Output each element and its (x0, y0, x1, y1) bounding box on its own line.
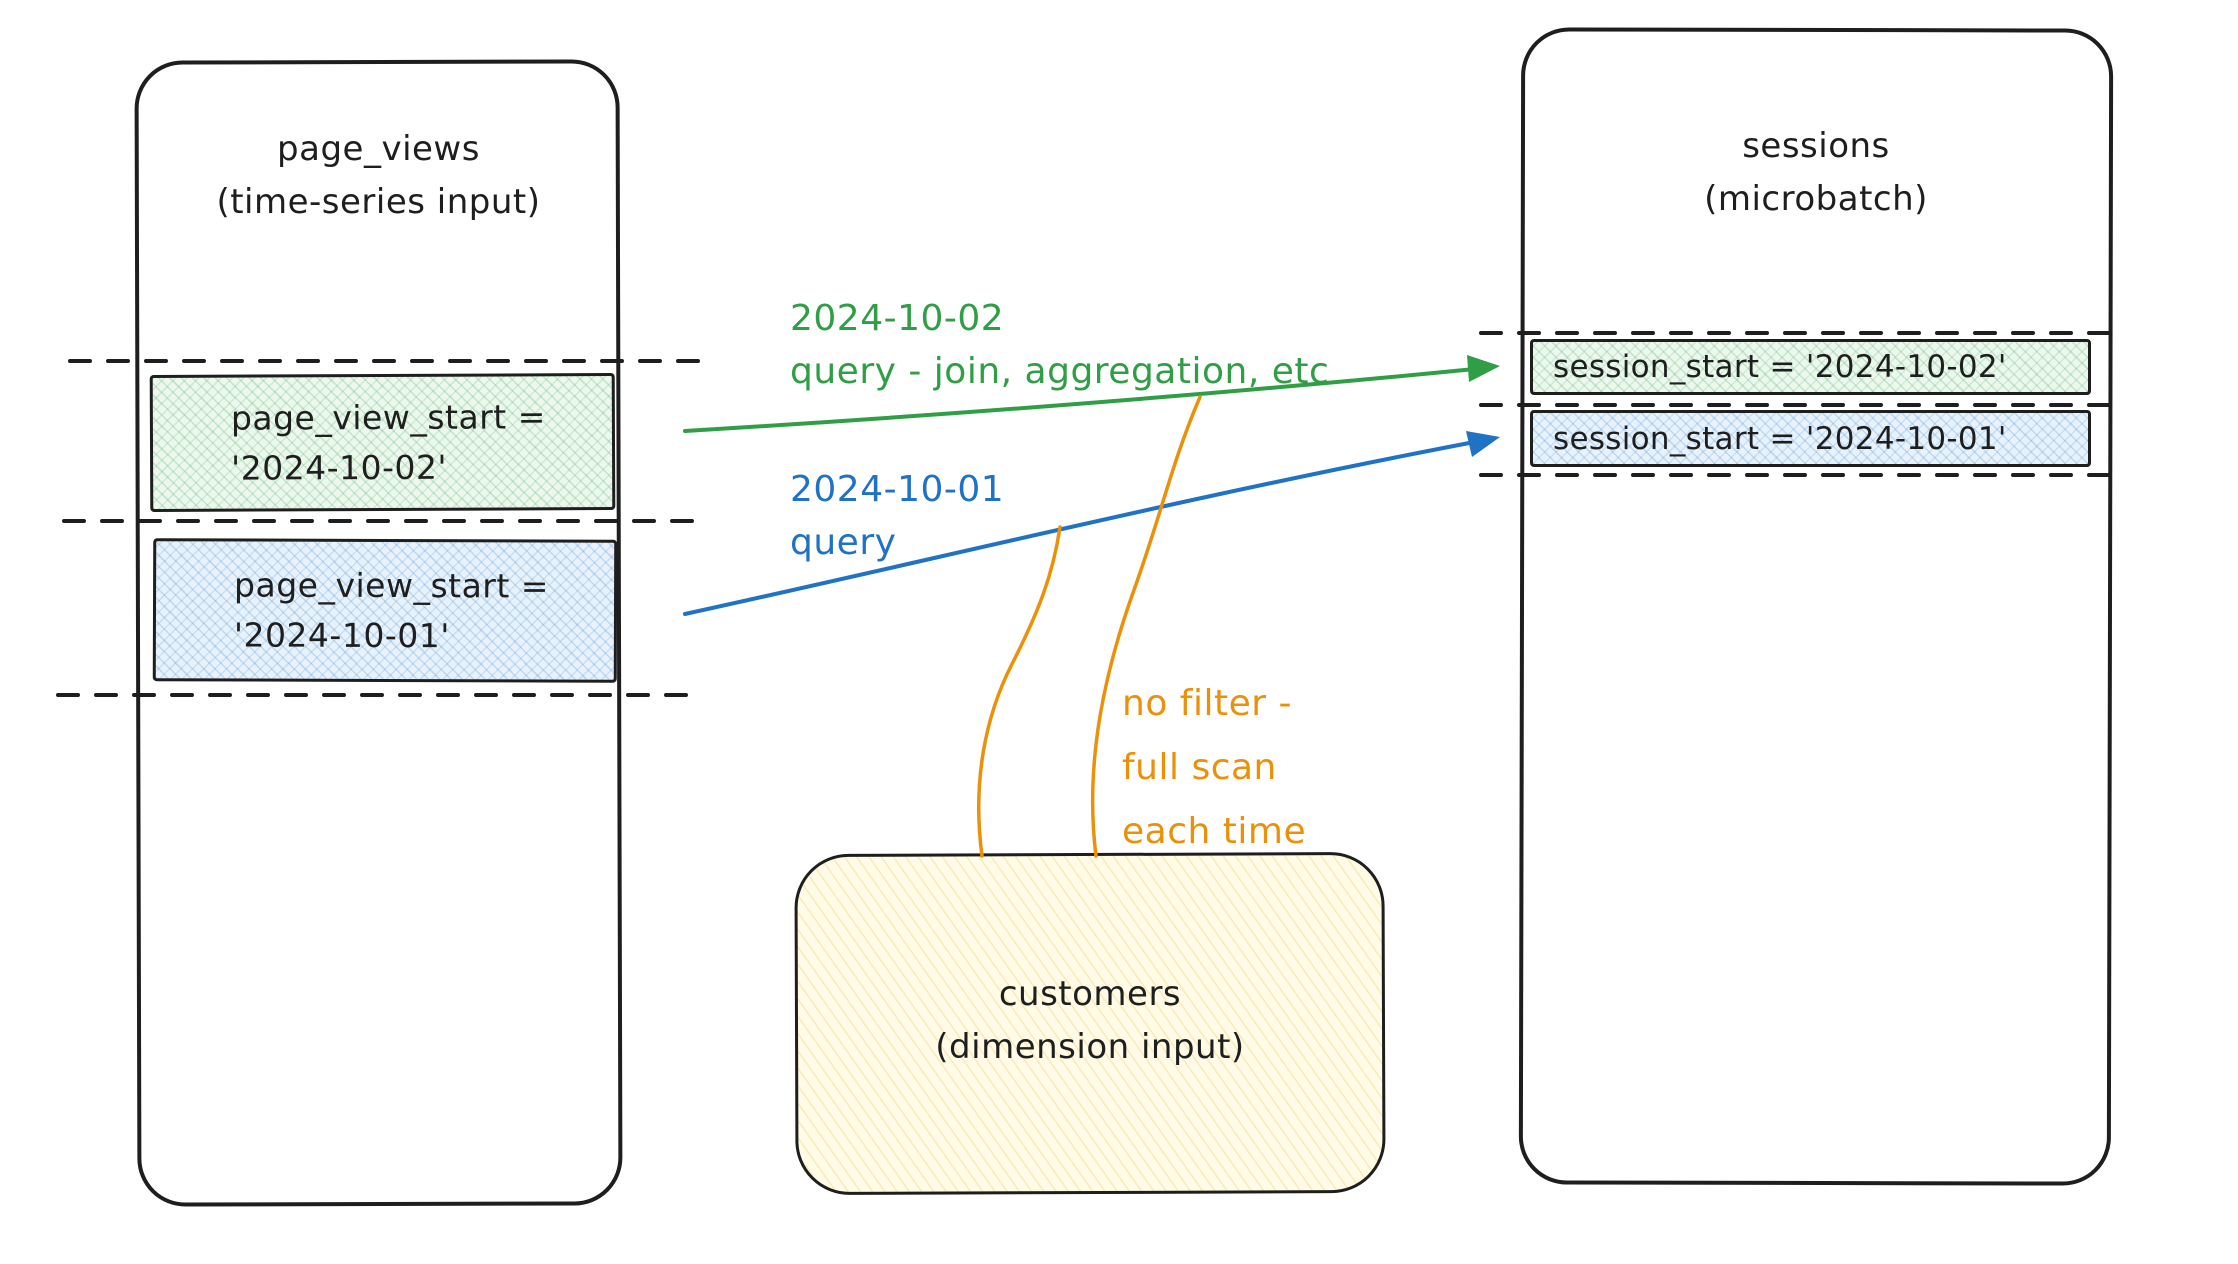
sessions-partition-2024-10-02-label: session_start = '2024-10-02' (1553, 349, 2007, 385)
orange-full-scan-line-right (1090, 395, 1202, 858)
page-views-partition-2024-10-02: page_view_start = '2024-10-02' (149, 372, 616, 513)
blue-query-annotation-line2: query (790, 522, 897, 564)
page-views-partition-2024-10-01: page_view_start = '2024-10-01' (152, 538, 618, 683)
sessions-title-line1: sessions (1742, 126, 1890, 166)
customers-title-line1: customers (998, 974, 1182, 1014)
sessions-title: sessions (microbatch) (1520, 120, 2112, 225)
page-views-title-line2: (time-series input) (216, 181, 541, 222)
orange-full-scan-annotation: no filter - full scan each time (1122, 672, 1306, 864)
orange-full-scan-line-left (977, 525, 1062, 858)
green-query-arrowhead (1467, 355, 1500, 382)
green-query-annotation-line2: query - join, aggregation, etc (790, 351, 1330, 393)
blue-query-annotation-line1: 2024-10-01 (790, 469, 1005, 510)
sessions-partition-2024-10-01: session_start = '2024-10-01' (1530, 410, 2091, 467)
customers-title-line2: (dimension input) (935, 1026, 1245, 1067)
green-query-annotation: 2024-10-02 query - join, aggregation, et… (790, 292, 1329, 399)
page-views-partition-2024-10-01-label-line1: page_view_start = (234, 565, 550, 606)
blue-query-arrowhead (1466, 431, 1500, 457)
page-views-partition-2024-10-02-label-line2: '2024-10-02' (231, 447, 448, 488)
page-views-title-line1: page_views (277, 129, 480, 169)
page-views-title: page_views (time-series input) (136, 123, 621, 228)
orange-full-scan-annotation-line2: full scan (1122, 747, 1277, 789)
green-query-arrow (683, 366, 1487, 433)
blue-query-arrow (683, 438, 1487, 616)
page-views-partition-2024-10-02-label-line1: page_view_start = (230, 397, 546, 438)
customers-title: customers (dimension input) (795, 968, 1385, 1073)
green-query-annotation-line1: 2024-10-02 (790, 298, 1005, 339)
sessions-title-line2: (microbatch) (1704, 178, 1928, 219)
orange-full-scan-annotation-line1: no filter - (1122, 683, 1292, 724)
orange-full-scan-annotation-line3: each time (1122, 811, 1307, 853)
sessions-partition-2024-10-02: session_start = '2024-10-02' (1530, 339, 2091, 395)
blue-query-annotation: 2024-10-01 query (790, 463, 1004, 570)
page-views-partition-2024-10-01-label-line2: '2024-10-01' (233, 614, 450, 655)
sessions-partition-2024-10-01-label: session_start = '2024-10-01' (1553, 420, 2007, 457)
